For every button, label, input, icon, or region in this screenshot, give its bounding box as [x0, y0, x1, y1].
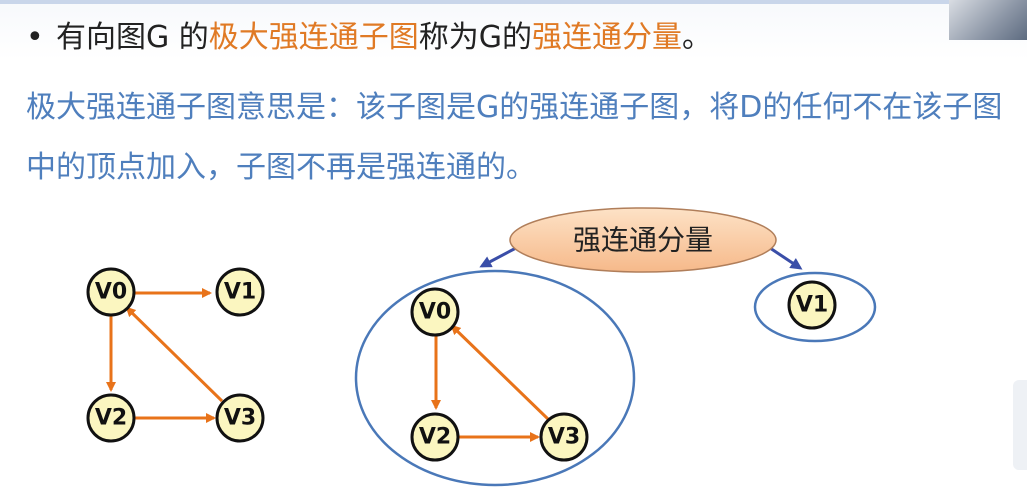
node-v3: V3 — [215, 393, 265, 443]
side-handle — [1013, 380, 1027, 470]
definition-end: 。 — [682, 20, 713, 55]
comp-node-v0: V0 — [410, 287, 460, 337]
definition-line: • 有向图G 的极大强连通子图称为G的强连通分量。 — [26, 12, 712, 56]
header-rule — [0, 0, 1027, 4]
comp-node-v0-label: V0 — [419, 300, 451, 325]
comp-edge-v3-v0 — [450, 324, 551, 422]
bullet-icon: • — [26, 20, 44, 55]
definition-highlight-1: 极大强连通子图 — [208, 20, 419, 55]
definition-highlight-2: 强连通分量 — [532, 20, 683, 55]
node-v2-label: V2 — [95, 406, 127, 431]
comp-node-v3-label: V3 — [548, 425, 580, 450]
comp-node-v3: V3 — [539, 412, 589, 462]
component-callout: 强连通分量 — [509, 207, 777, 273]
node-v1: V1 — [215, 267, 265, 317]
node-v1-label: V1 — [224, 280, 256, 305]
comp-node-v2-label: V2 — [419, 425, 451, 450]
pointer-arrow-right — [769, 246, 803, 270]
definition-part-1: 有向图G 的 — [56, 20, 209, 55]
pointer-arrow-left — [479, 246, 517, 268]
presenter-thumbnail — [949, 0, 1027, 40]
comp-node-v2: V2 — [410, 412, 460, 462]
component-outline-large — [354, 269, 636, 487]
node-v0-label: V0 — [95, 280, 127, 305]
definition-part-2: 称为G的 — [418, 20, 533, 55]
comp-node-v1-label: V1 — [796, 293, 828, 318]
node-v3-label: V3 — [224, 406, 256, 431]
comp-node-v1: V1 — [787, 280, 837, 330]
edge-v3-v0 — [125, 306, 224, 403]
callout-label: 强连通分量 — [573, 224, 713, 257]
node-v0: V0 — [86, 267, 136, 317]
explanation-text: 极大强连通子图意思是：该子图是G的强连通子图，将D的任何不在该子图中的顶点加入，… — [26, 90, 1003, 185]
node-v2: V2 — [86, 393, 136, 443]
